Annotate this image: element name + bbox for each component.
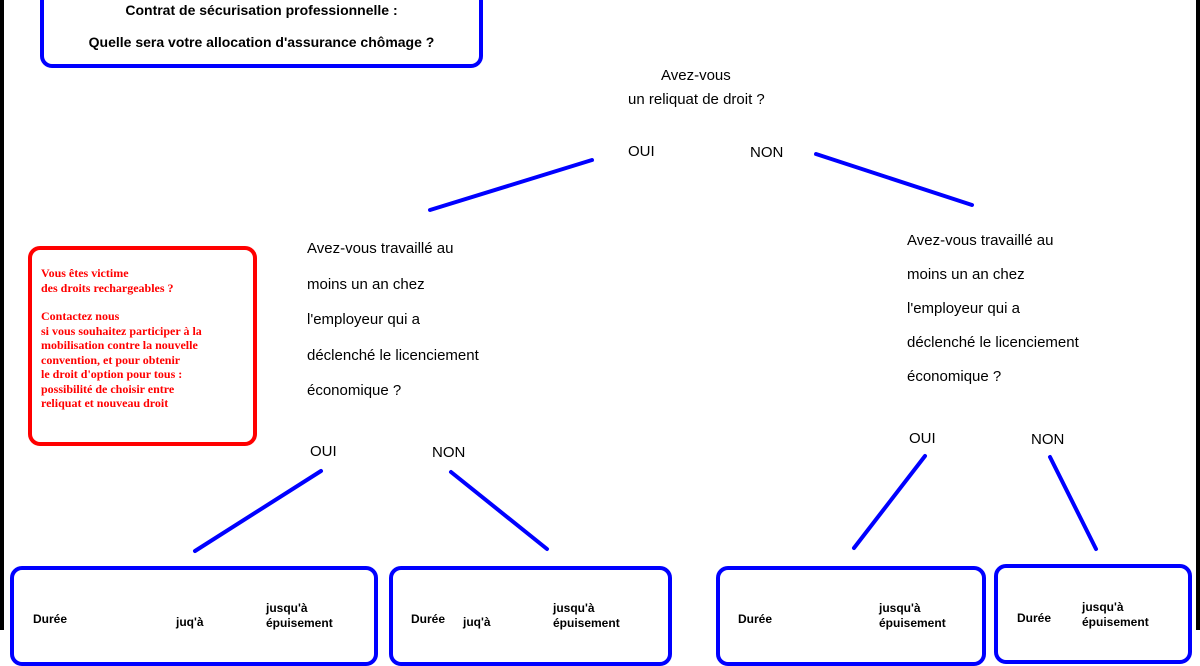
title-line-1: Contrat de sécurisation professionnelle … — [125, 2, 398, 18]
result-juqua-label: juq'à — [176, 615, 204, 629]
notice-paragraph-1: Vous êtes victime des droits rechargeabl… — [41, 266, 174, 295]
connector-right-non — [1048, 455, 1098, 551]
root-question-line-1: Avez-vous — [661, 67, 731, 84]
result-duree-label: Durée — [411, 612, 446, 626]
left-question-line: déclenché le licenciement — [307, 346, 479, 364]
right-question-line: économique ? — [907, 368, 1002, 385]
result-duree-label: Durée — [738, 612, 773, 626]
left-question-line: économique ? — [307, 382, 402, 399]
right-answer-oui: OUI — [909, 430, 936, 447]
result-duree-label: Durée — [33, 612, 68, 626]
right-question-line: moins un an chez — [907, 266, 1025, 283]
connector-right-oui — [852, 454, 927, 550]
result-box-3: Durée jusqu'à épuisement — [716, 566, 986, 666]
left-question: Avez-vous travaillé au moins un an chez … — [307, 231, 479, 409]
left-frame-border — [0, 0, 4, 630]
result-box-1: Durée juq'à jusqu'à épuisement — [10, 566, 378, 666]
left-answer-oui: OUI — [310, 443, 337, 460]
left-answer-non: NON — [432, 444, 466, 461]
right-question-line: déclenché le licenciement — [907, 334, 1079, 351]
result-epuisement-label: jusqu'à épuisement — [266, 601, 333, 630]
root-question-line-2: un reliquat de droit ? — [628, 91, 765, 108]
connector-left-oui — [193, 469, 323, 553]
result-epuisement-label: jusqu'à épuisement — [553, 601, 620, 630]
result-epuisement-label: jusqu'à épuisement — [879, 601, 946, 630]
right-question: Avez-vous travaillé au moins un an chez … — [907, 224, 1079, 394]
connector-left-non — [449, 470, 549, 551]
notice-paragraph-2: Contactez nous si vous souhaitez partici… — [41, 309, 202, 410]
left-question-line: l'employeur qui a — [307, 311, 420, 328]
left-question-line: Avez-vous travaillé au — [307, 240, 454, 257]
root-answer-oui: OUI — [628, 143, 655, 160]
title-box: Contrat de sécurisation professionnelle … — [40, 0, 483, 68]
right-frame-border — [1196, 0, 1200, 630]
tree-connectors — [193, 152, 1098, 553]
connector-root-oui — [428, 158, 594, 212]
connector-root-non — [814, 152, 974, 207]
result-box-4: Durée jusqu'à épuisement — [994, 564, 1192, 664]
result-box-2: Durée juq'à jusqu'à épuisement — [389, 566, 672, 666]
root-answer-non: NON — [750, 144, 784, 161]
right-question-line: l'employeur qui a — [907, 300, 1020, 317]
notice-box: Vous êtes victime des droits rechargeabl… — [28, 246, 257, 446]
title-line-2: Quelle sera votre allocation d'assurance… — [88, 34, 435, 50]
right-answer-non: NON — [1031, 431, 1065, 448]
right-question-line: Avez-vous travaillé au — [907, 232, 1054, 249]
result-juqua-label: juq'à — [463, 615, 491, 629]
left-question-line: moins un an chez — [307, 275, 425, 293]
result-epuisement-label: jusqu'à épuisement — [1082, 600, 1149, 629]
result-duree-label: Durée — [1017, 611, 1052, 625]
